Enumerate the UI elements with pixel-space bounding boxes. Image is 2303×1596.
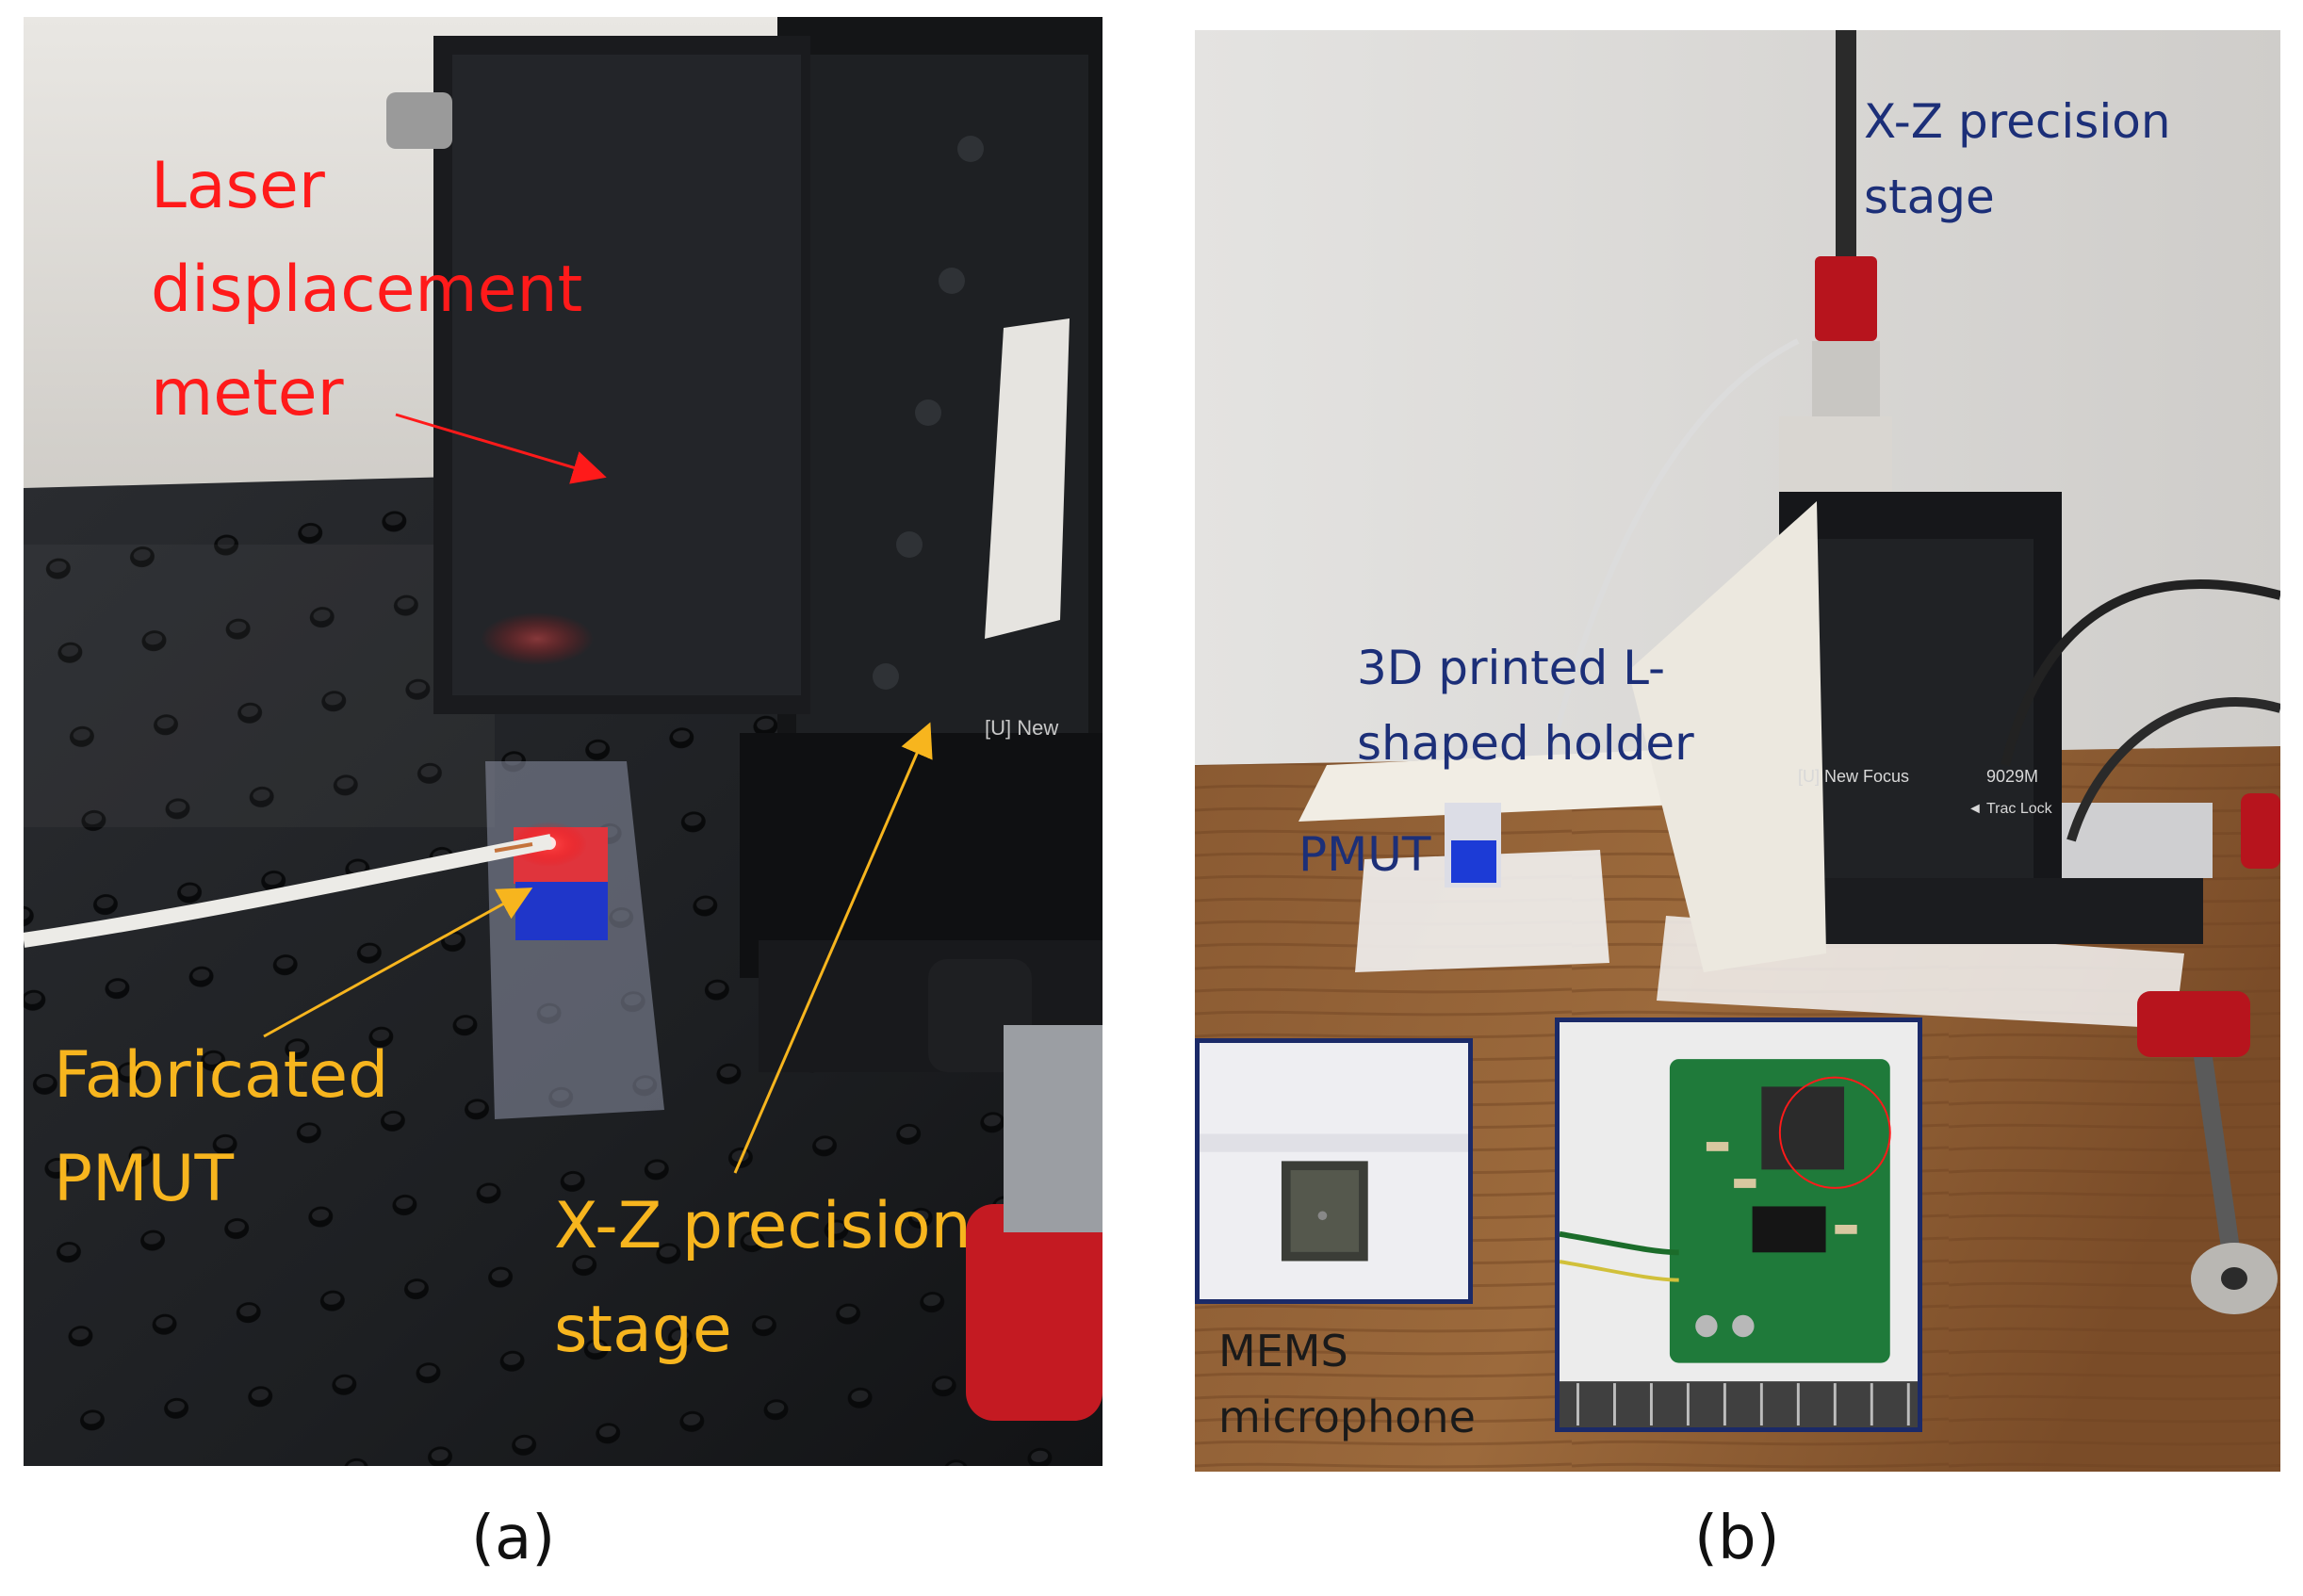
device-brand-text-a: [U] New	[985, 716, 1059, 740]
label-laser-line1: Laser	[151, 149, 325, 223]
label-holder-line1: 3D printed L-	[1357, 641, 1666, 695]
device-lock-text-b: ◄ Trac Lock	[1968, 801, 2052, 817]
label-mems-line2: microphone	[1218, 1392, 1476, 1442]
photo-panel-a: [U] New	[24, 17, 1102, 1466]
inset-pmut-closeup	[1195, 1038, 1473, 1304]
label-pmut-line2: PMUT	[54, 1142, 234, 1216]
label-stage-a-line2: stage	[554, 1293, 732, 1367]
label-stage-a-line1: X-Z precision	[554, 1189, 972, 1263]
label-stage-b-line1: X-Z precision	[1864, 94, 2171, 149]
inset-mems-microphone	[1555, 1018, 1922, 1432]
device-brand-text-b: [U] New Focus	[1798, 767, 1910, 786]
caption-panel-a: (a)	[471, 1504, 556, 1573]
caption-panel-b: (b)	[1694, 1504, 1780, 1573]
label-mems-line1: MEMS	[1218, 1326, 1348, 1376]
lab-photo-a	[24, 17, 1102, 1466]
label-laser-line2: displacement	[151, 252, 583, 327]
label-pmut-line1: Fabricated	[54, 1038, 389, 1113]
label-pmut-b: PMUT	[1298, 827, 1431, 882]
label-stage-b-line2: stage	[1864, 170, 1995, 224]
label-holder-line2: shaped holder	[1357, 716, 1694, 771]
label-laser-line3: meter	[151, 356, 344, 431]
device-model-text-b: 9029M	[1986, 767, 2039, 786]
